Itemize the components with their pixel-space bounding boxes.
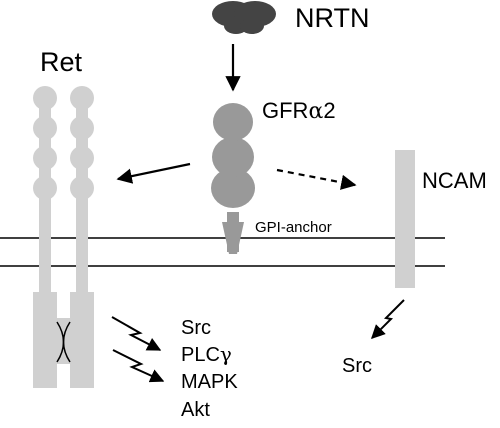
lightning-arrow-icon <box>371 299 405 339</box>
lightning-arrow-icon <box>111 316 162 351</box>
ncam-label: NCAM <box>422 168 487 193</box>
ligand-label: NRTN <box>295 3 370 33</box>
ret-recruit-arrow <box>116 162 191 184</box>
ret-label: Ret <box>40 47 83 77</box>
ncam-dotted-arrow <box>276 168 357 190</box>
cell-membrane <box>0 237 445 267</box>
ret-dimerization-cross <box>56 321 71 363</box>
ncam-downstream-src: Src <box>342 355 372 377</box>
anchor-label-bg <box>252 217 362 236</box>
ret-downstream-mapk: MAPK <box>181 371 238 393</box>
lightning-arrow-icon <box>112 349 165 383</box>
anchor-label: GPI-anchor <box>255 219 332 236</box>
ret-downstream-plcg: PLCγ <box>181 342 232 366</box>
nrtn-ligand-icon <box>212 1 276 34</box>
ncam-receptor <box>395 150 415 288</box>
gfra2-receptor <box>211 103 255 254</box>
ret-receptor <box>33 86 94 388</box>
ret-downstream-akt: Akt <box>181 399 210 421</box>
ret-downstream-src: Src <box>181 317 211 339</box>
coreceptor-label: GFRα2 <box>262 98 336 124</box>
